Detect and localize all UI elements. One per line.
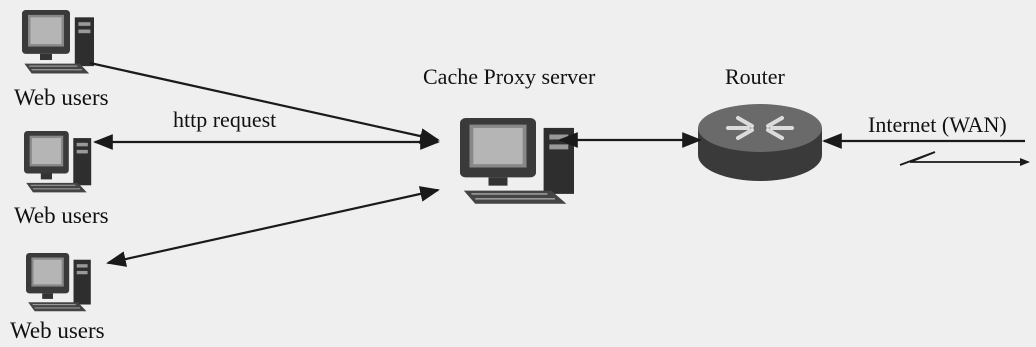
wan-arrow-head	[1020, 158, 1030, 166]
user3-proxy-arrow	[106, 186, 440, 267]
wan-link-zigzag	[899, 151, 1028, 166]
web-user-3-computer-icon	[25, 252, 92, 312]
user1-to-proxy-arrow	[89, 61, 440, 144]
web-user-2-computer-icon	[23, 130, 92, 193]
router-label: Router	[725, 64, 785, 89]
proxy-server-computer-icon	[459, 117, 575, 205]
web-users-label-1: Web users	[14, 85, 109, 110]
web-users-label-3: Web users	[10, 318, 105, 343]
web-users-label-2: Web users	[14, 203, 109, 228]
internet-wan-label: Internet (WAN)	[868, 112, 1007, 137]
http-request-label: http request	[173, 107, 277, 132]
proxy-server-label: Cache Proxy server	[423, 64, 596, 89]
web-user-1-computer-icon	[21, 9, 95, 75]
router-icon	[698, 104, 822, 181]
